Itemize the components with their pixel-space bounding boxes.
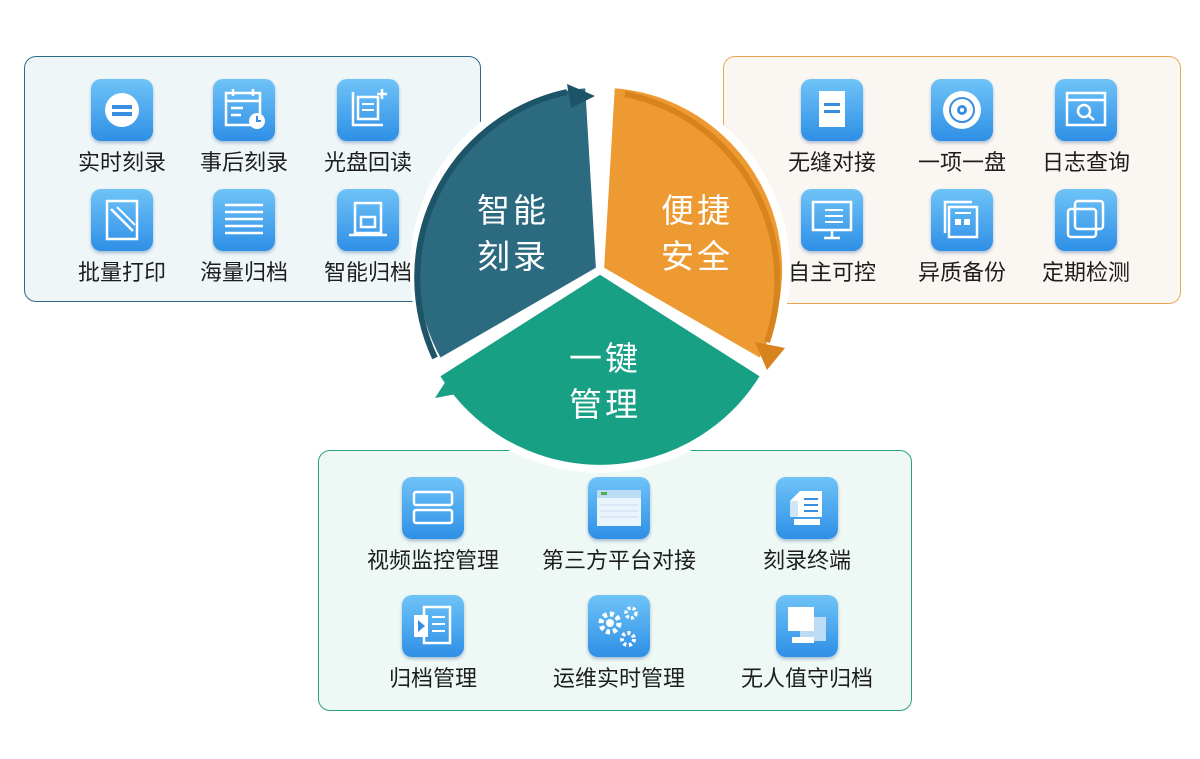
server-icon <box>402 477 464 539</box>
feature-disc-readback[interactable]: 光盘回读 <box>298 79 438 177</box>
arrow-smart-burning <box>414 89 568 360</box>
stacked-docs-icon <box>931 189 993 251</box>
browser-window-icon <box>588 477 650 539</box>
segment-label-line2: 管理 <box>569 385 641 424</box>
disc-tray-icon <box>91 79 153 141</box>
feature-third-party-integration[interactable]: 第三方平台对接 <box>519 477 719 575</box>
feature-label: 异质备份 <box>917 261 1006 286</box>
segment-label-line1: 便捷 <box>661 191 733 230</box>
arrowhead-one-click-management <box>435 370 467 398</box>
feature-smart-archive[interactable]: 智能归档 <box>298 189 438 287</box>
feature-label: 无人值守归档 <box>740 667 873 692</box>
list-lines-icon <box>213 189 275 251</box>
arrowhead-smart-burning <box>567 84 595 108</box>
segment-one-click-management <box>431 266 769 473</box>
segment-label-line2: 安全 <box>661 237 733 276</box>
feature-periodic-check[interactable]: 定期检测 <box>1016 189 1156 287</box>
feature-mass-archive[interactable]: 海量归档 <box>174 189 314 287</box>
segment-convenient-secure-label: 便捷 安全 <box>637 188 757 280</box>
archive-icon <box>337 189 399 251</box>
feature-label: 视频监控管理 <box>366 549 499 574</box>
calendar-clock-icon <box>213 79 275 141</box>
segment-convenient-secure <box>596 80 791 367</box>
feature-label: 批量打印 <box>77 261 166 286</box>
feature-label: 智能归档 <box>323 261 412 286</box>
feature-label: 无缝对接 <box>787 151 876 176</box>
feature-label: 运维实时管理 <box>552 667 685 692</box>
feature-label: 光盘回读 <box>323 151 412 176</box>
feature-label: 第三方平台对接 <box>541 549 696 574</box>
feature-one-item-one-disc[interactable]: 一项一盘 <box>892 79 1032 177</box>
search-window-icon <box>1055 79 1117 141</box>
feature-label: 事后刻录 <box>199 151 288 176</box>
convenient-secure-panel: 无缝对接 一项一盘 日志查询 自主可控 异质备份 定期检测 <box>723 56 1181 304</box>
monitor-icon <box>801 189 863 251</box>
feature-label: 定期检测 <box>1041 261 1130 286</box>
feature-label: 海量归档 <box>199 261 288 286</box>
document-icon <box>801 79 863 141</box>
feature-label: 归档管理 <box>388 667 477 692</box>
gears-icon <box>588 595 650 657</box>
arrowhead-convenient-secure <box>755 342 785 370</box>
feature-archive-management[interactable]: 归档管理 <box>333 595 533 693</box>
smart-burning-panel: 实时刻录 事后刻录 光盘回读 批量打印 海量归档 智能归档 <box>24 56 481 302</box>
feature-log-query[interactable]: 日志查询 <box>1016 79 1156 177</box>
feature-ops-realtime-management[interactable]: 运维实时管理 <box>519 595 719 693</box>
segment-smart-burning-label: 智能 刻录 <box>453 188 573 280</box>
feature-burning-terminal[interactable]: 刻录终端 <box>707 477 907 575</box>
copy-squares-icon <box>1055 189 1117 251</box>
feature-label: 刻录终端 <box>762 549 851 574</box>
feature-heterogeneous-backup[interactable]: 异质备份 <box>892 189 1032 287</box>
feature-label: 日志查询 <box>1041 151 1130 176</box>
feature-post-burning[interactable]: 事后刻录 <box>174 79 314 177</box>
segment-label-line2: 刻录 <box>477 237 549 276</box>
feature-video-surveillance-management[interactable]: 视频监控管理 <box>333 477 533 575</box>
print-icon <box>91 189 153 251</box>
feature-label: 实时刻录 <box>77 151 166 176</box>
feature-unattended-archive[interactable]: 无人值守归档 <box>707 595 907 693</box>
segment-label-line1: 智能 <box>477 191 549 230</box>
disc-read-icon <box>337 79 399 141</box>
segment-one-click-management-label: 一键 管理 <box>545 336 665 428</box>
file-list-icon <box>402 595 464 657</box>
one-click-management-panel: 视频监控管理 第三方平台对接 刻录终端 归档管理 运维实时管理 无人值守归档 <box>318 450 912 711</box>
cycle-wheel: 智能 刻录 便捷 安全 一键 管理 <box>395 80 805 480</box>
printer-terminal-icon <box>776 477 838 539</box>
disc-icon <box>931 79 993 141</box>
feature-label: 一项一盘 <box>917 151 1006 176</box>
feature-label: 自主可控 <box>787 261 876 286</box>
segment-label-line1: 一键 <box>569 339 641 378</box>
feature-realtime-burning[interactable]: 实时刻录 <box>52 79 192 177</box>
feature-batch-print[interactable]: 批量打印 <box>52 189 192 287</box>
feature-self-controlled[interactable]: 自主可控 <box>762 189 902 287</box>
window-stack-icon <box>776 595 838 657</box>
feature-seamless-integration[interactable]: 无缝对接 <box>762 79 902 177</box>
arrow-convenient-secure <box>624 91 781 343</box>
